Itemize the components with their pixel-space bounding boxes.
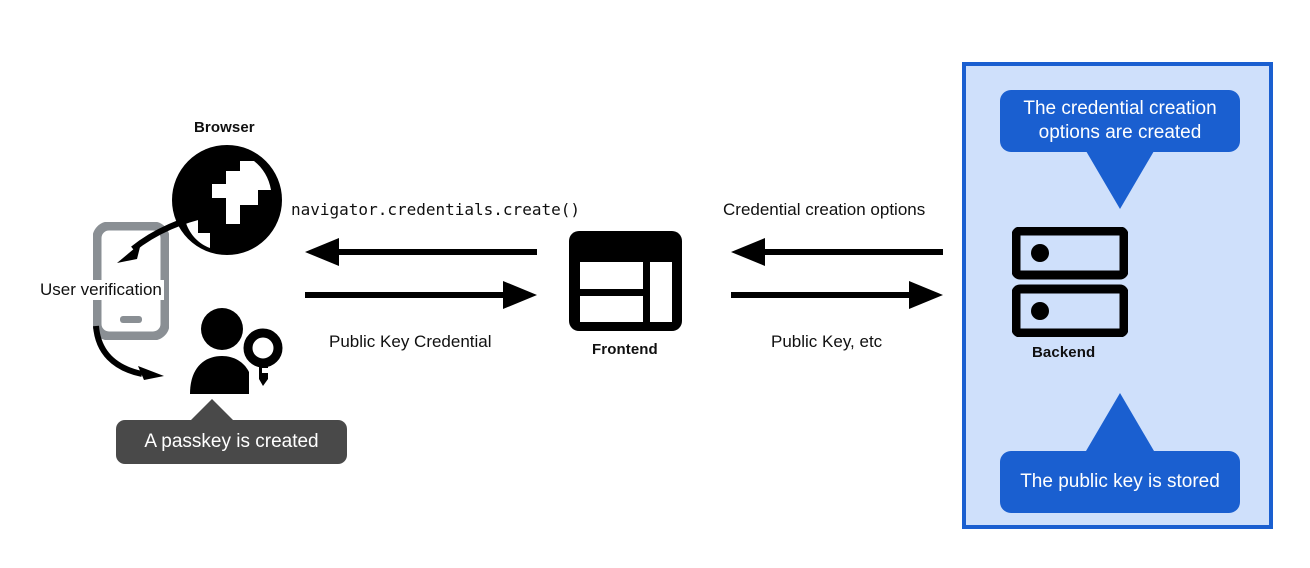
arrow-frontend-backend-bottom: [731, 281, 943, 309]
backend-label: Backend: [1032, 344, 1096, 361]
callout-public-key-stored: The public key is stored: [1000, 451, 1240, 513]
callout-public-key-stored-pointer: [1086, 393, 1154, 451]
callout-credential-options-created: The credential creation options are crea…: [1000, 90, 1240, 152]
server-stack-icon: [1012, 227, 1128, 337]
browser-label: Browser: [194, 119, 255, 136]
person-with-key-icon: [190, 308, 290, 394]
arrow-label-public-key-etc: Public Key, etc: [771, 332, 883, 351]
globe-icon: [168, 141, 286, 259]
window-layout-icon: [569, 231, 682, 331]
frontend-label: Frontend: [592, 341, 658, 358]
arrow-label-navigator-credentials-create: navigator.credentials.create(): [291, 200, 580, 219]
arrow-label-public-key-credential: Public Key Credential: [329, 332, 492, 351]
arrow-label-credential-creation-options: Credential creation options: [723, 200, 926, 219]
user-verification-label: User verification: [38, 280, 164, 301]
callout-passkey-created: A passkey is created: [116, 420, 347, 464]
arrow-frontend-backend-top: [731, 238, 943, 266]
arrow-browser-to-phone: [95, 205, 215, 275]
passkey-tooltip-pointer: [190, 399, 234, 421]
arrow-browser-frontend-bottom: [305, 281, 537, 309]
callout-credential-options-pointer: [1086, 151, 1154, 209]
arrow-phone-to-user: [86, 322, 206, 394]
arrow-browser-frontend-top: [305, 238, 537, 266]
